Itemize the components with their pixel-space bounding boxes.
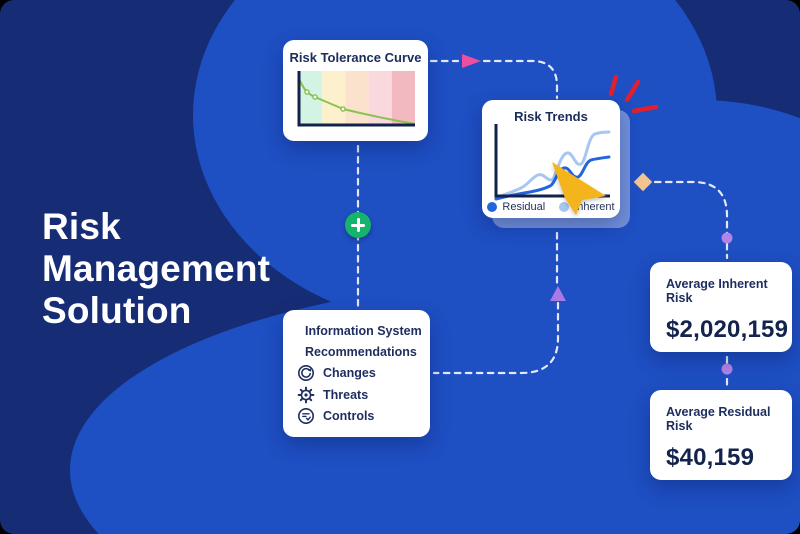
- list-item-threats[interactable]: Threats: [283, 385, 430, 405]
- legend-inherent: Inherent: [559, 201, 615, 213]
- diamond-connector: [633, 172, 653, 192]
- risk-tolerance-card[interactable]: Risk Tolerance Curve: [283, 40, 428, 141]
- risk-trends-title: Risk Trends: [514, 109, 588, 124]
- average-inherent-risk-card[interactable]: Average Inherent Risk $2,020,159: [650, 262, 792, 352]
- features-list-card[interactable]: Information System Recommendations Chang…: [283, 310, 430, 437]
- title-line-1: Risk: [42, 206, 121, 247]
- residual-risk-label: Average Residual Risk: [666, 405, 771, 433]
- legend-inherent-label: Inherent: [574, 201, 615, 213]
- inherent-risk-label: Average Inherent Risk: [666, 277, 768, 305]
- list-item-label: Information System: [305, 323, 422, 338]
- pink-arrow-right: [462, 54, 481, 68]
- list-item-label: Controls: [323, 409, 375, 424]
- purple-dot-bottom: [721, 363, 733, 375]
- legend-residual: Residual: [487, 201, 545, 213]
- average-residual-risk-card[interactable]: Average Residual Risk $40,159: [650, 390, 792, 480]
- list-item-controls[interactable]: Controls: [283, 406, 430, 426]
- risk-tolerance-chart: [297, 71, 416, 127]
- inherent-dot-icon: [559, 202, 570, 212]
- risk-trends-legend: Residual Inherent: [482, 201, 620, 213]
- list-item-label: Threats: [323, 387, 369, 402]
- legend-residual-label: Residual: [502, 201, 546, 213]
- refresh-icon: [298, 365, 314, 382]
- cursor-pointer-icon: [552, 162, 606, 215]
- purple-dot-top: [721, 232, 733, 244]
- page-title: Risk Management Solution: [42, 206, 270, 332]
- inherent-risk-value: $2,020,159: [666, 316, 789, 343]
- risk-tolerance-title: Risk Tolerance Curve: [289, 50, 422, 65]
- gear-icon: [297, 386, 315, 404]
- list-item-information-system[interactable]: Information System: [283, 321, 430, 341]
- residual-dot-icon: [487, 202, 498, 212]
- title-line-3: Solution: [42, 290, 192, 331]
- list-item-label: Changes: [323, 366, 376, 381]
- red-accent-marks: [608, 74, 659, 114]
- residual-risk-value: $40,159: [666, 444, 755, 471]
- list-item-label: Recommendations: [305, 345, 417, 360]
- purple-arrow-up: [550, 286, 566, 301]
- title-line-2: Management: [42, 248, 271, 289]
- list-item-changes[interactable]: Changes: [283, 363, 430, 383]
- list-item-recommendations[interactable]: Recommendations: [283, 342, 430, 362]
- plus-node-icon[interactable]: [345, 212, 371, 238]
- checklist-icon: [298, 408, 314, 425]
- risk-trends-card[interactable]: Risk Trends Residual Inherent: [482, 100, 620, 218]
